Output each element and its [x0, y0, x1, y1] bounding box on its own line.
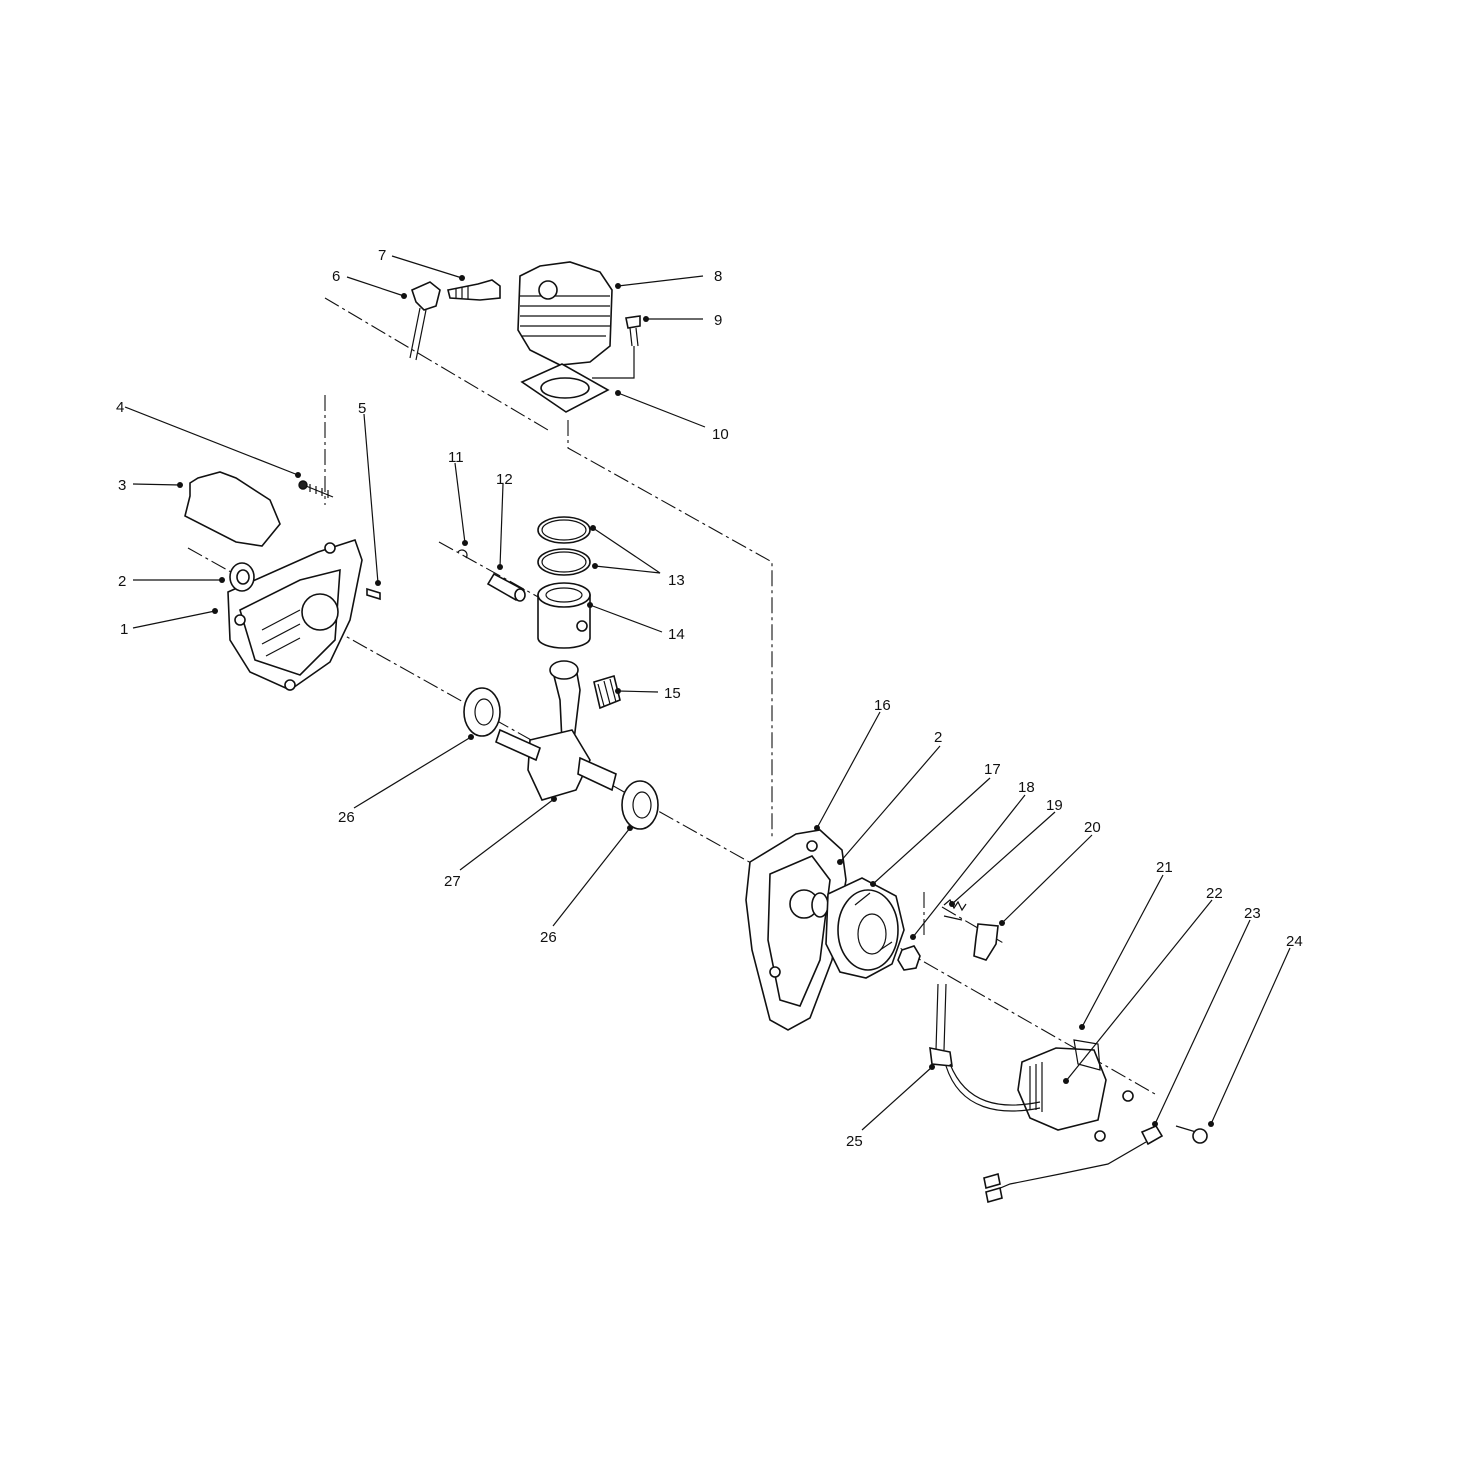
callout-2: 2 [118, 573, 126, 590]
callout-14: 14 [668, 626, 685, 643]
cylinder-gasket-icon [520, 363, 610, 413]
screw-icon [298, 480, 334, 498]
callout-12: 12 [496, 471, 513, 488]
needle-bearing-icon [593, 674, 621, 710]
crankcase-half-icon [745, 829, 847, 1031]
piston-pin-icon [486, 572, 526, 602]
callout-labels: 1 2 3 4 5 6 7 8 9 10 11 12 13 14 15 16 2… [116, 247, 1303, 1150]
callout-26-right: 26 [540, 929, 557, 946]
callout-15: 15 [664, 685, 681, 702]
screw-icon [592, 315, 641, 379]
spring-icon [943, 899, 967, 921]
ignition-module-icon [1017, 1039, 1134, 1131]
retaining-ring-icon [457, 549, 468, 559]
callout-4: 4 [116, 399, 124, 416]
ground-lead-icon [983, 1124, 1164, 1204]
callout-1: 1 [120, 621, 128, 638]
nut-icon [897, 945, 921, 971]
flywheel-icon [825, 877, 905, 979]
ball-bearing-icon [463, 687, 501, 737]
ball-bearing-icon [621, 780, 659, 830]
callout-3: 3 [118, 477, 126, 494]
callout-22: 22 [1206, 885, 1223, 902]
piston-icon [537, 582, 591, 649]
callout-25: 25 [846, 1133, 863, 1150]
gasket-icon [184, 471, 281, 547]
crankcase-half-icon [227, 538, 363, 691]
ignition-wire-icon [929, 983, 1041, 1112]
callout-18: 18 [1018, 779, 1035, 796]
callout-5: 5 [358, 400, 366, 417]
callout-20: 20 [1084, 819, 1101, 836]
callout-11: 11 [448, 449, 464, 466]
spark-plug-boot-icon [409, 281, 441, 361]
leader-dots [177, 275, 1214, 1127]
callout-16: 16 [874, 697, 891, 714]
piston-ring-icon [537, 516, 591, 576]
leader-lines [124, 255, 1291, 1131]
callout-21: 21 [1156, 859, 1173, 876]
cylinder-icon [517, 261, 613, 366]
callout-17: 17 [984, 761, 1001, 778]
callout-10: 10 [712, 426, 729, 443]
callout-8: 8 [714, 268, 722, 285]
callout-2-right: 2 [934, 729, 942, 746]
callout-6: 6 [332, 268, 340, 285]
oil-seal-icon [811, 892, 829, 918]
dowel-pin-icon [366, 587, 381, 601]
pawl-icon [973, 923, 999, 961]
callout-26-left: 26 [338, 809, 355, 826]
callout-19: 19 [1046, 797, 1063, 814]
callout-24: 24 [1286, 933, 1303, 950]
screw-icon [1175, 1125, 1208, 1144]
callout-23: 23 [1244, 905, 1261, 922]
callout-27: 27 [444, 873, 461, 890]
oil-seal-icon [229, 562, 255, 592]
spark-plug-icon [447, 279, 501, 301]
callout-7: 7 [378, 247, 386, 264]
callout-9: 9 [714, 312, 722, 329]
callout-13: 13 [668, 572, 685, 589]
crankshaft-icon [495, 660, 617, 801]
